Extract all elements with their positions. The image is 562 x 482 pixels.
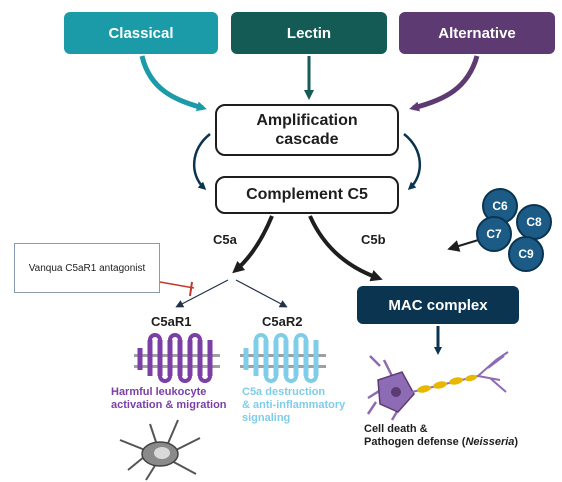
c9-label: C9: [518, 247, 534, 261]
c5b-label: C5b: [361, 232, 386, 247]
classical-arrow: [139, 55, 207, 112]
outcome-line2: Pathogen defense (Neisseria): [364, 436, 518, 449]
outcome-line2-suffix: ): [514, 436, 519, 448]
outcome-caption: Cell death & Pathogen defense (Neisseria…: [364, 423, 518, 449]
outcome-line1: Cell death &: [364, 423, 428, 435]
c5a-label: C5a: [213, 232, 237, 247]
c5ar2-effect-line2: & anti-inflammatory: [242, 399, 346, 411]
c5ar2-effect-caption: C5a destruction & anti-inflammatory sign…: [242, 386, 345, 425]
inhibition-bar: [189, 281, 193, 297]
c5ar2-label: C5aR2: [262, 314, 303, 329]
c5a-arrow: [232, 215, 274, 274]
c8-label: C8: [526, 215, 542, 229]
c5ar1-effect-caption: Harmful leukocyte activation & migration: [111, 386, 227, 412]
c7-label: C7: [486, 227, 502, 241]
alternative-label: Alternative: [438, 24, 516, 42]
complement-c5-box: Complement C5: [215, 176, 399, 214]
c5ar2-effect-line1: C5a destruction: [242, 386, 326, 398]
amplification-line2: cascade: [275, 131, 339, 148]
c5ar1-receptor-icon: [134, 333, 220, 383]
c5ar1-effect-line1: Harmful leukocyte: [111, 386, 207, 398]
leukocyte-icon: [119, 419, 201, 481]
classical-pathway-box: Classical: [64, 12, 218, 54]
c5a-to-c5ar2-arrow: [235, 279, 288, 308]
complement-c5-label: Complement C5: [246, 186, 368, 203]
outcome-organism: Neisseria: [465, 436, 515, 448]
antagonist-note: Vanqua C5aR1 antagonist: [14, 243, 160, 293]
c5ar2-receptor-icon: [240, 333, 326, 383]
c5a-to-c5ar1-arrow: [175, 279, 229, 308]
lectin-label: Lectin: [286, 24, 332, 42]
neuron-icon: [366, 351, 509, 421]
c5ar1-effect-line2: activation & migration: [111, 399, 227, 411]
left-cascade-arrow: [192, 133, 211, 191]
c9-protein-icon: [508, 236, 544, 272]
mac-complex-box: MAC complex: [357, 286, 519, 324]
outcome-line2-prefix: Pathogen defense (: [364, 436, 466, 448]
alternative-arrow: [409, 55, 480, 112]
amplification-cascade-box: Amplification cascade: [215, 104, 399, 156]
right-cascade-arrow: [403, 133, 422, 191]
c5ar1-label: C5aR1: [151, 314, 192, 329]
amplification-line1: Amplification: [256, 112, 358, 129]
inhibition-line: [159, 281, 195, 289]
c5b-arrow: [308, 215, 383, 282]
c6-label: C6: [492, 199, 508, 213]
c7-protein-icon: [476, 216, 512, 252]
alternative-pathway-box: Alternative: [399, 12, 555, 54]
lectin-pathway-box: Lectin: [231, 12, 387, 54]
antagonist-label: Vanqua C5aR1 antagonist: [28, 262, 146, 274]
classical-label: Classical: [108, 24, 174, 42]
c5ar2-effect-line3: signaling: [242, 412, 291, 424]
mac-complex-label: MAC complex: [388, 296, 488, 314]
